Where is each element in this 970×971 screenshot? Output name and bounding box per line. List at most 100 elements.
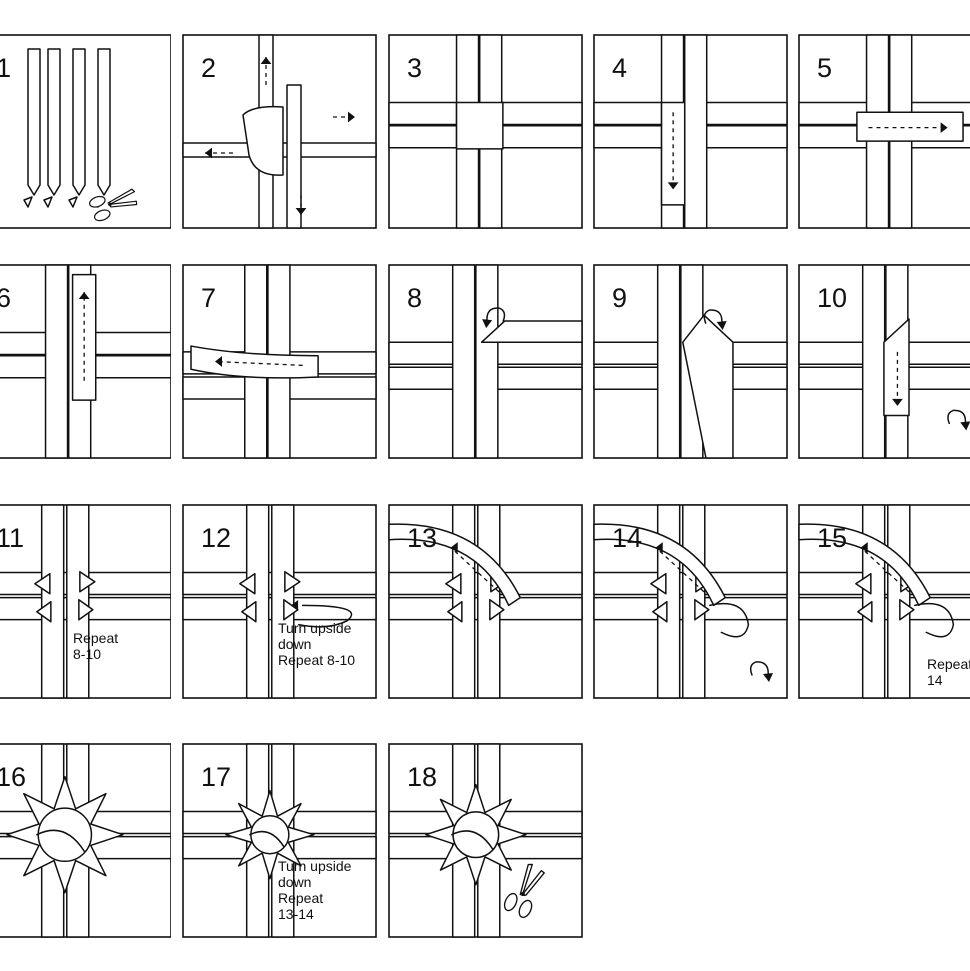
step-number: 9 bbox=[612, 283, 627, 313]
loop-strip bbox=[914, 602, 955, 638]
step-number: 10 bbox=[817, 283, 847, 313]
step-number: 5 bbox=[817, 53, 832, 83]
fold-flap bbox=[480, 320, 583, 343]
curved-arrow-head-icon bbox=[762, 672, 773, 682]
curved-arrow-head-icon bbox=[960, 421, 970, 431]
arrow-head-icon bbox=[205, 147, 212, 159]
paper-strip bbox=[656, 504, 681, 699]
cut-triangle bbox=[43, 196, 53, 208]
curved-arrow-icon bbox=[749, 661, 769, 678]
paper-strip bbox=[887, 504, 911, 699]
step-note-line: down bbox=[278, 874, 311, 890]
arrow-head-icon bbox=[78, 292, 90, 300]
cut-triangle bbox=[68, 196, 78, 208]
step-panel-4: 4 bbox=[593, 34, 788, 229]
arrow-head-icon bbox=[450, 542, 458, 553]
step-number: 8 bbox=[407, 283, 422, 313]
paper-strip bbox=[271, 504, 295, 699]
step-note-line: 13-14 bbox=[278, 906, 314, 922]
scissors-blade bbox=[107, 200, 138, 208]
step-number: 12 bbox=[201, 523, 231, 553]
step-note-line: Repeat bbox=[278, 890, 323, 906]
arrow-head-icon bbox=[215, 356, 222, 367]
star-fold-line bbox=[249, 830, 285, 848]
cut-triangle bbox=[23, 196, 33, 208]
scissors-pivot bbox=[109, 203, 112, 206]
step-note-line: Turn upside bbox=[278, 858, 352, 874]
paper-strip bbox=[40, 504, 65, 699]
step-note-line: 8-10 bbox=[73, 646, 101, 662]
paper-strip bbox=[44, 264, 69, 459]
paper-strip bbox=[286, 84, 302, 229]
fold-flap bbox=[883, 318, 910, 417]
star-point bbox=[855, 572, 872, 595]
loop-strip bbox=[709, 602, 750, 638]
scissors-blade bbox=[107, 188, 136, 205]
paper-strip bbox=[27, 48, 41, 196]
arrow-head-icon bbox=[260, 57, 272, 64]
star-point bbox=[241, 600, 257, 623]
curling-strip bbox=[798, 523, 931, 607]
star-point bbox=[650, 572, 667, 595]
star-shape bbox=[6, 775, 124, 894]
step-panel-10: 10 bbox=[798, 264, 970, 459]
step-number: 6 bbox=[0, 283, 11, 313]
arrow-head-icon bbox=[295, 208, 307, 215]
star-point bbox=[899, 598, 915, 621]
step-note-line: 14 bbox=[927, 672, 943, 688]
step-panel-8: 8 bbox=[388, 264, 583, 459]
star-point bbox=[78, 598, 94, 621]
curved-arrow-icon bbox=[486, 307, 506, 324]
step-note-line: Repeat bbox=[73, 630, 118, 646]
step-panel-5: 5 bbox=[798, 34, 970, 229]
step-number: 15 bbox=[817, 523, 847, 553]
star-point bbox=[239, 572, 256, 595]
star-point bbox=[652, 600, 668, 623]
paper-strip bbox=[683, 34, 708, 229]
star-point bbox=[694, 598, 710, 621]
star-fold-line bbox=[451, 830, 494, 850]
dashed-arrow-icon bbox=[214, 360, 303, 367]
star-point bbox=[489, 598, 505, 621]
dashed-arrow-icon bbox=[450, 546, 500, 593]
scissors-handle bbox=[89, 195, 106, 208]
woven-center bbox=[455, 101, 504, 150]
star-point bbox=[34, 572, 51, 595]
step-panel-9: 9 bbox=[593, 264, 788, 459]
arrow-head-icon bbox=[291, 599, 299, 611]
star-point bbox=[857, 600, 873, 623]
star-shape bbox=[225, 789, 315, 880]
paper-strip bbox=[477, 504, 501, 699]
paper-strip bbox=[72, 48, 86, 196]
step-note-line: Repeat 8-10 bbox=[278, 652, 355, 668]
step-number: 17 bbox=[201, 762, 231, 792]
folded-strip bbox=[190, 345, 319, 379]
step-number: 14 bbox=[612, 523, 642, 553]
curved-arrow-icon bbox=[703, 309, 723, 326]
scissors-handle bbox=[518, 899, 533, 919]
paper-strip bbox=[451, 264, 476, 459]
paper-strip bbox=[861, 504, 886, 699]
folded-strip bbox=[856, 111, 964, 142]
curved-arrow-head-icon bbox=[482, 319, 493, 329]
step-panel-16: 16 bbox=[0, 743, 171, 938]
step-number: 7 bbox=[201, 283, 216, 313]
curved-arrow-icon bbox=[947, 409, 967, 427]
step-panel-1: 1 bbox=[0, 34, 171, 229]
step-number: 13 bbox=[407, 523, 437, 553]
step-note-line: Turn upside bbox=[278, 620, 352, 636]
paper-strip bbox=[451, 504, 476, 699]
step-panel-2: 2 bbox=[182, 34, 377, 229]
scissors-blade bbox=[519, 863, 533, 896]
paper-strip bbox=[682, 504, 706, 699]
curling-strip bbox=[593, 523, 726, 607]
arrow-head-icon bbox=[348, 111, 355, 123]
paper-strip bbox=[245, 504, 270, 699]
step-number: 3 bbox=[407, 53, 422, 83]
paper-strip bbox=[66, 504, 90, 699]
scissors-handle bbox=[503, 892, 518, 912]
arrow-head-icon bbox=[940, 122, 948, 134]
step-panel-7: 7 bbox=[182, 264, 377, 459]
